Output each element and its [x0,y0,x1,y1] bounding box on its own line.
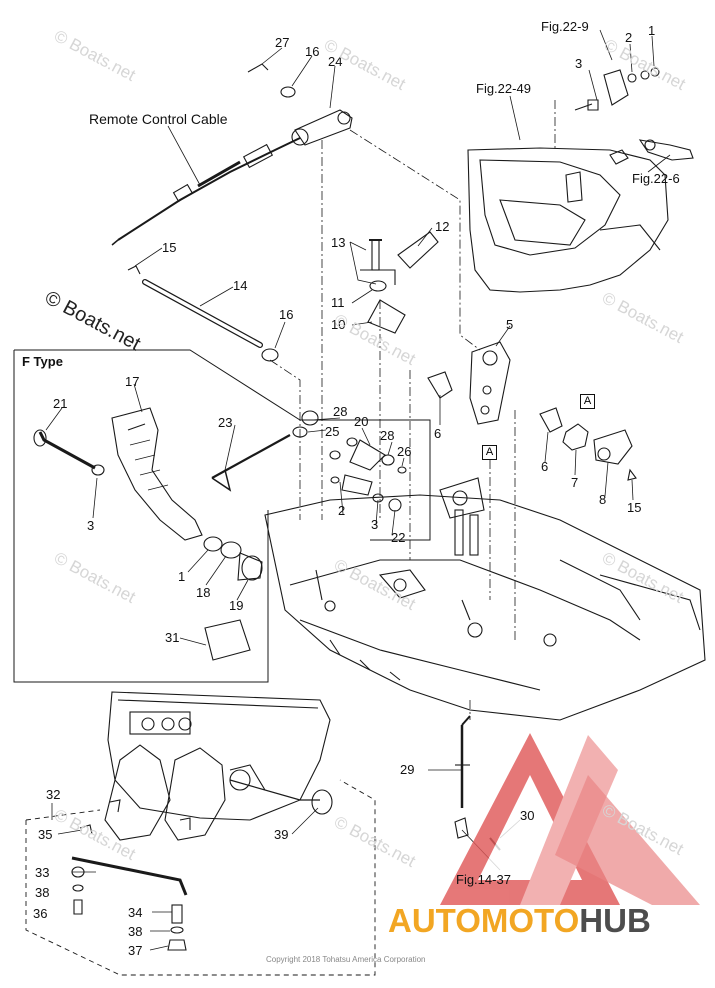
callout-37: 37 [128,943,143,958]
copyright-notice: Copyright 2018 Tohatsu America Corporati… [266,955,426,964]
callout-15: 15 [162,240,177,255]
ref-fig-22-49: Fig.22-49 [476,81,531,96]
callout-3c: 3 [371,517,379,532]
remote-control-cable-label: Remote Control Cable [89,111,228,127]
callout-32: 32 [46,787,61,802]
callout-19: 19 [229,598,244,613]
callout-33: 33 [35,865,50,880]
callout-26: 26 [397,444,412,459]
callout-18: 18 [196,585,211,600]
callout-28b: 28 [380,428,395,443]
callout-16b: 16 [279,307,294,322]
callout-2: 2 [625,30,633,45]
callout-21: 21 [53,396,68,411]
callout-27: 27 [275,35,290,50]
callout-14: 14 [233,278,248,293]
callout-3: 3 [575,56,583,71]
logo-text-secondary: HUB [579,902,651,939]
ref-fig-14-37: Fig.14-37 [456,872,511,887]
callout-10: 10 [331,317,346,332]
callout-38: 38 [35,885,50,900]
callout-6: 6 [434,426,442,441]
automotohub-logo: AUTOMOTOHUB [388,902,651,940]
callout-15b: 15 [627,500,642,515]
ref-fig-22-6: Fig.22-6 [632,171,680,186]
callout-1b: 1 [178,569,186,584]
callout-36: 36 [33,906,48,921]
callout-6b: 6 [541,459,549,474]
callout-17: 17 [125,374,140,389]
callout-39: 39 [274,827,289,842]
callout-12: 12 [435,219,450,234]
callout-16: 16 [305,44,320,59]
callout-34: 34 [128,905,143,920]
callout-25: 25 [325,424,340,439]
callout-1: 1 [648,23,656,38]
callout-29: 29 [400,762,415,777]
callout-13: 13 [331,235,346,250]
ref-fig-22-9: Fig.22-9 [541,19,589,34]
watermark-logo-graphic [440,733,700,905]
ref-box-a-center: A [482,445,497,460]
callout-3b: 3 [87,518,95,533]
ref-box-a-right: A [580,394,595,409]
callout-23: 23 [218,415,233,430]
logo-text-primary: AUTOMOTO [388,902,580,939]
callout-28: 28 [333,404,348,419]
callout-22: 22 [391,530,406,545]
callout-31: 31 [165,630,180,645]
callout-8: 8 [599,492,607,507]
callout-5: 5 [506,317,514,332]
callout-38b: 38 [128,924,143,939]
callout-20: 20 [354,414,369,429]
callout-11: 11 [331,295,345,310]
callout-7: 7 [571,475,579,490]
f-type-heading: F Type [22,354,63,369]
callout-30: 30 [520,808,535,823]
callout-24: 24 [328,54,343,69]
callout-2b: 2 [338,503,346,518]
callout-35: 35 [38,827,53,842]
